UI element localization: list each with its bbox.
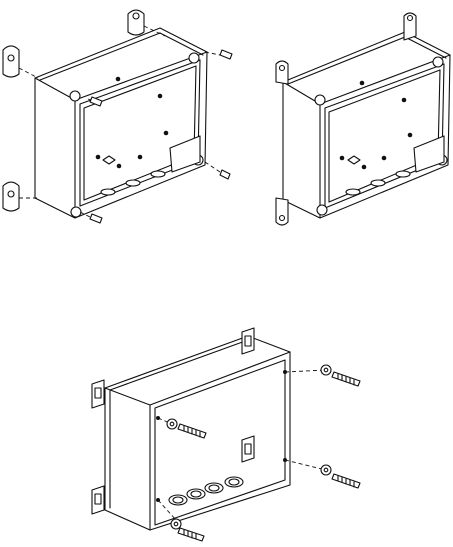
panel-lugs-exploded bbox=[3, 10, 232, 223]
attached-lug-left-lower bbox=[276, 198, 288, 225]
mounting-lug-left-lower bbox=[3, 182, 38, 211]
enclosure-box-right bbox=[283, 32, 450, 218]
mounting-lug-left-upper bbox=[3, 46, 38, 78]
attached-lug-left-upper bbox=[276, 61, 288, 84]
rear-lug-mid-right bbox=[242, 436, 254, 462]
panel-lugs-assembled bbox=[276, 13, 450, 225]
enclosure-box-left bbox=[35, 28, 207, 218]
rear-lug-top-right bbox=[242, 328, 254, 354]
rear-lug-left-lower bbox=[92, 486, 104, 514]
panel-screws-through-base bbox=[92, 328, 360, 541]
rear-lug-left-upper bbox=[92, 380, 104, 408]
attached-lug-top-right bbox=[404, 13, 416, 40]
